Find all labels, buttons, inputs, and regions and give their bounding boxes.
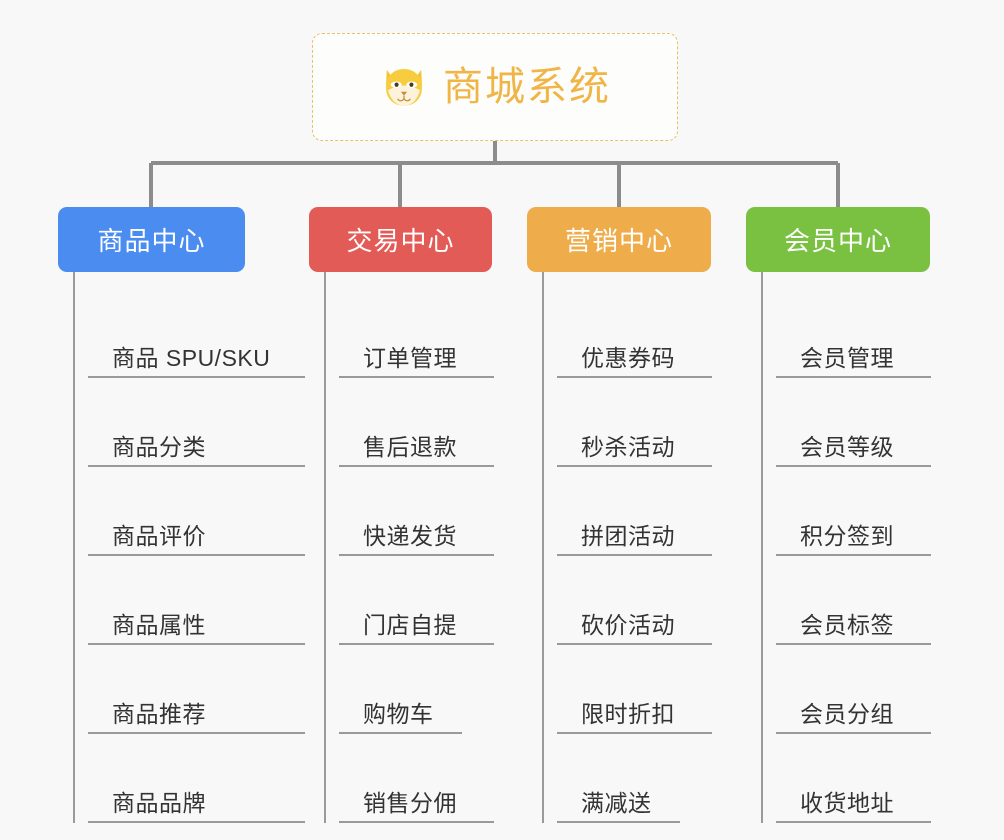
leaf-item[interactable]: 限时折扣 [542,645,712,734]
root-node[interactable]: 商城系统 [312,33,678,141]
leaf-item-body: 商品推荐 [88,701,305,734]
leaf-item[interactable]: 订单管理 [324,289,494,378]
leaf-item[interactable]: 商品 SPU/SKU [73,289,305,378]
leaf-item-label: 积分签到 [800,522,894,549]
leaf-item-label: 商品评价 [112,522,206,549]
leaf-item-label: 拼团活动 [581,522,675,549]
column-spine-marketing-center [542,272,544,823]
column-header-marketing-center[interactable]: 营销中心 [527,207,711,272]
leaf-item[interactable]: 销售分佣 [324,734,494,823]
leaf-item[interactable]: 商品推荐 [73,645,305,734]
leaf-item-label: 会员管理 [800,344,894,371]
leaf-item-body: 收货地址 [776,790,931,823]
leaf-item[interactable]: 积分签到 [761,467,931,556]
leaf-item-body: 砍价活动 [557,612,712,645]
leaf-item[interactable]: 砍价活动 [542,556,712,645]
leaf-item[interactable]: 拼团活动 [542,467,712,556]
leaf-item[interactable]: 优惠券码 [542,289,712,378]
column-header-product-center[interactable]: 商品中心 [58,207,245,272]
leaf-item-body: 限时折扣 [557,701,712,734]
leaf-item-body: 商品分类 [88,434,305,467]
leaf-item-label: 优惠券码 [581,344,675,371]
leaf-item[interactable]: 会员等级 [761,378,931,467]
leaf-item-label: 商品推荐 [112,700,206,727]
leaf-item[interactable]: 商品属性 [73,556,305,645]
leaf-item-label: 满减送 [581,789,652,816]
leaf-item[interactable]: 售后退款 [324,378,494,467]
leaf-item[interactable]: 商品评价 [73,467,305,556]
leaf-list-member-center: 会员管理会员等级积分签到会员标签会员分组收货地址 [746,289,931,823]
leaf-item-label: 门店自提 [363,611,457,638]
leaf-item-label: 商品品牌 [112,789,206,816]
leaf-item[interactable]: 秒杀活动 [542,378,712,467]
leaf-item-body: 优惠券码 [557,345,712,378]
leaf-item[interactable]: 会员分组 [761,645,931,734]
column-member-center: 会员中心会员管理会员等级积分签到会员标签会员分组收货地址 [746,207,931,823]
leaf-item[interactable]: 商品品牌 [73,734,305,823]
leaf-item-body: 商品属性 [88,612,305,645]
leaf-item-label: 会员分组 [800,700,894,727]
leaf-item[interactable]: 购物车 [324,645,492,734]
column-spine-product-center [73,272,75,823]
leaf-item-body: 门店自提 [339,612,494,645]
leaf-item-label: 砍价活动 [581,611,675,638]
leaf-item-body: 商品评价 [88,523,305,556]
leaf-item[interactable]: 收货地址 [761,734,931,823]
leaf-item-body: 积分签到 [776,523,931,556]
leaf-item-label: 订单管理 [363,344,457,371]
leaf-item[interactable]: 商品分类 [73,378,305,467]
leaf-item-body: 拼团活动 [557,523,712,556]
column-header-member-center[interactable]: 会员中心 [746,207,930,272]
shiba-dog-face-icon [386,69,422,106]
root-title: 商城系统 [443,65,611,109]
column-marketing-center: 营销中心优惠券码秒杀活动拼团活动砍价活动限时折扣满减送 [527,207,712,823]
leaf-item-body: 销售分佣 [339,790,494,823]
column-trade-center: 交易中心订单管理售后退款快递发货门店自提购物车销售分佣 [309,207,494,823]
leaf-item-body: 订单管理 [339,345,494,378]
column-spine-trade-center [324,272,326,823]
leaf-item-body: 售后退款 [339,434,494,467]
leaf-item-label: 商品 SPU/SKU [112,344,271,371]
leaf-list-product-center: 商品 SPU/SKU 商品分类商品评价商品属性商品推荐商品品牌 [58,289,305,823]
leaf-item-body: 会员分组 [776,701,931,734]
leaf-item-label: 商品分类 [112,433,206,460]
leaf-item-body: 满减送 [557,790,680,823]
leaf-list-trade-center: 订单管理售后退款快递发货门店自提购物车销售分佣 [309,289,494,823]
leaf-item[interactable]: 会员管理 [761,289,931,378]
leaf-list-marketing-center: 优惠券码秒杀活动拼团活动砍价活动限时折扣满减送 [527,289,712,823]
leaf-item-body: 会员等级 [776,434,931,467]
column-header-trade-center[interactable]: 交易中心 [309,207,492,272]
leaf-item[interactable]: 会员标签 [761,556,931,645]
leaf-item-label: 商品属性 [112,611,206,638]
leaf-item-body: 快递发货 [339,523,494,556]
leaf-item[interactable]: 快递发货 [324,467,494,556]
leaf-item[interactable]: 满减送 [542,734,711,823]
column-spine-member-center [761,272,763,823]
leaf-item-body: 会员标签 [776,612,931,645]
leaf-item-body: 购物车 [339,701,462,734]
column-product-center: 商品中心商品 SPU/SKU 商品分类商品评价商品属性商品推荐商品品牌 [58,207,305,823]
leaf-item-label: 快递发货 [363,522,457,549]
leaf-item-body: 会员管理 [776,345,931,378]
leaf-item-label: 会员标签 [800,611,894,638]
leaf-item-body: 商品 SPU/SKU [88,345,305,378]
leaf-item-label: 销售分佣 [363,789,457,816]
leaf-item-label: 会员等级 [800,433,894,460]
leaf-item[interactable]: 门店自提 [324,556,494,645]
leaf-item-body: 商品品牌 [88,790,305,823]
leaf-item-label: 购物车 [363,700,434,727]
leaf-item-label: 秒杀活动 [581,433,675,460]
leaf-item-body: 秒杀活动 [557,434,712,467]
leaf-item-label: 限时折扣 [581,700,675,727]
leaf-item-label: 售后退款 [363,433,457,460]
leaf-item-label: 收货地址 [800,789,894,816]
